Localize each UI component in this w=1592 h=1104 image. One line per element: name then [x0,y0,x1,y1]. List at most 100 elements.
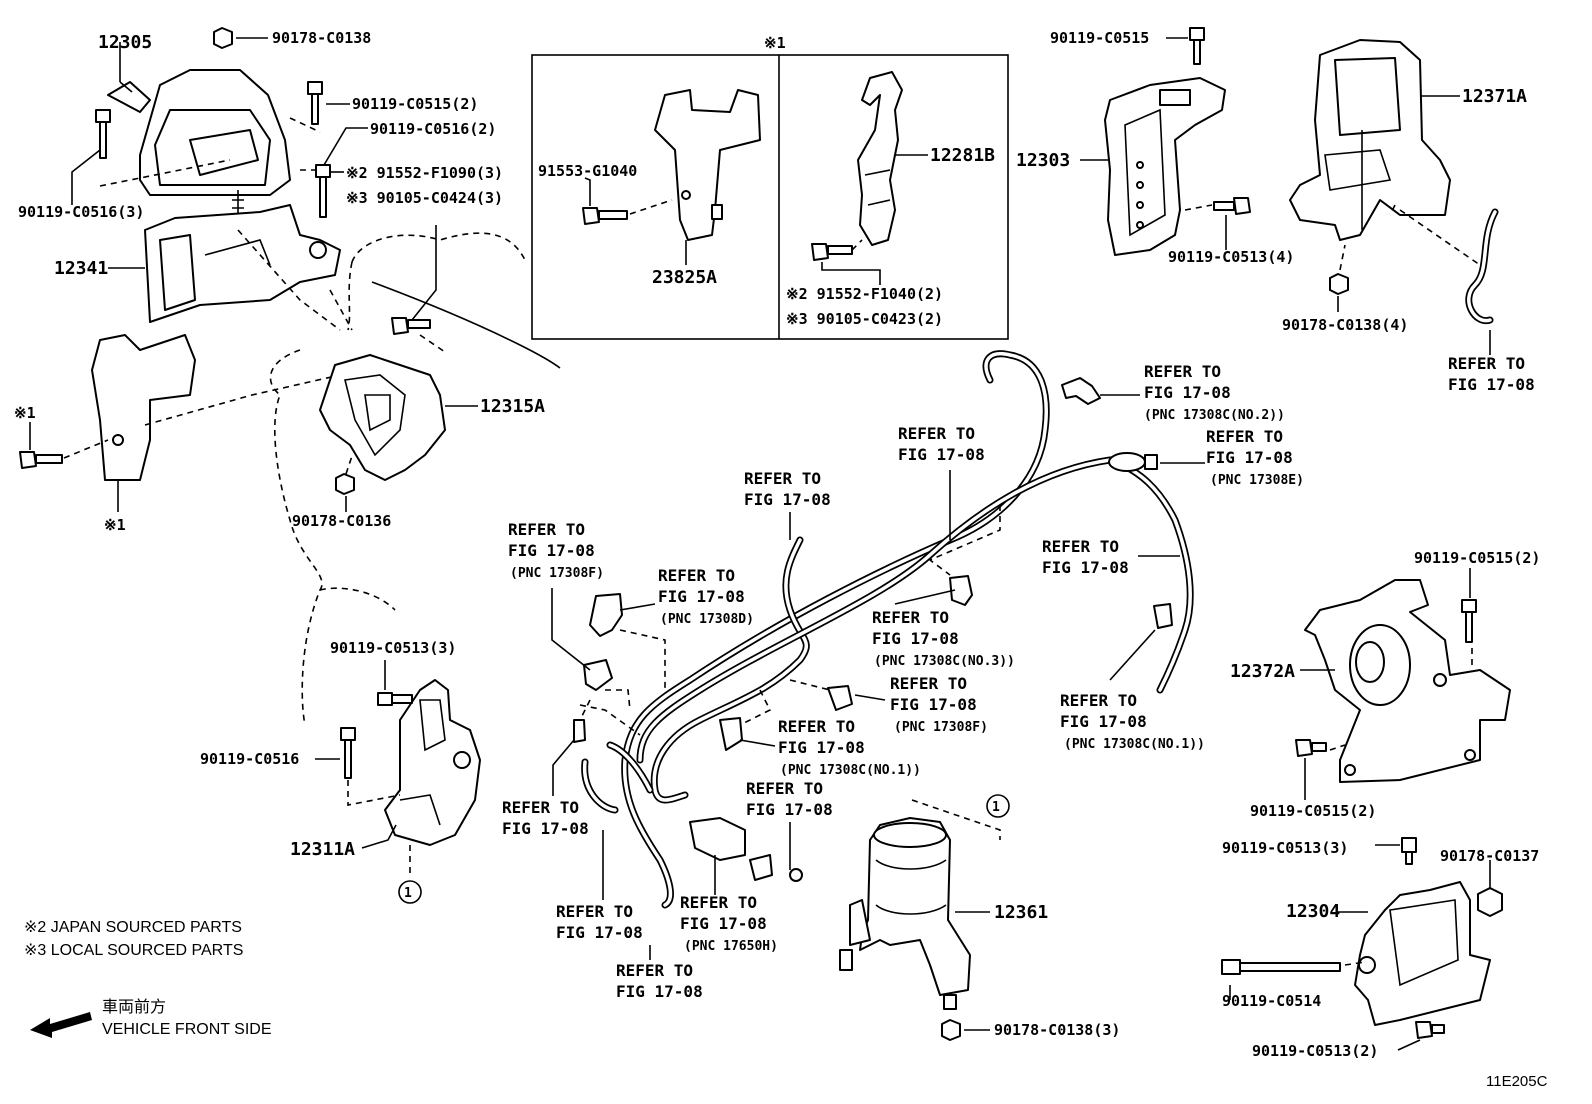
callout-12371A: 12371A [1462,86,1527,107]
hose-assembly [581,350,1194,909]
refer-fig: FIG 17-08 [1448,375,1535,394]
callout-12304: 12304 [1286,901,1340,922]
refer-fig: FIG 17-08 [778,738,865,757]
refer-label: REFER TO [872,608,949,627]
refer-pnc: (PNC 17308C(NO.3)) [874,654,1015,669]
refer-pnc: (PNC 17308C(NO.1)) [780,763,921,778]
refer-label: REFER TO [502,798,579,817]
refer-label: REFER TO [556,902,633,921]
refer-label: REFER TO [658,566,735,585]
refer-label: REFER TO [778,717,855,736]
part-12281B [857,71,903,246]
bolt-icon [1221,837,1445,1039]
refer-label: REFER TO [680,893,757,912]
callout-90178-C0136: 90178-C0136 [292,512,391,530]
refer-label: REFER TO [898,424,975,443]
callout-90119-C0513-3-right: 90119-C0513(3) [1222,839,1348,857]
callout-90178-C0138-4: 90178-C0138(4) [1282,316,1408,334]
refer-pnc: (PNC 17308F) [894,720,988,735]
part-12305 [107,69,291,228]
refer-label: REFER TO [616,961,693,980]
callout-12361: 12361 [994,902,1048,923]
refer-label: REFER TO [746,779,823,798]
note-local-sourced: ※3 LOCAL SOURCED PARTS [24,942,243,959]
refer-pnc: (PNC 17650H) [684,939,778,954]
nut-icon [213,27,233,49]
part-23825A [654,89,761,241]
callout-90119-C0513-4: 90119-C0513(4) [1168,248,1294,266]
clip-icons [573,377,1173,882]
callout-12315A: 12315A [480,396,545,417]
callout-90119-C0513-2: 90119-C0513(2) [1252,1042,1378,1060]
callout-90119-C0515: 90119-C0515 [1050,29,1149,47]
callout-90119-C0516: 90119-C0516 [200,750,299,768]
note-front-jp: 車両前方 [102,998,166,1016]
refer-fig: FIG 17-08 [890,695,977,714]
bolt-icon [811,243,853,261]
part-12311A [384,679,481,846]
refer-pnc: (PNC 17308F) [510,566,604,581]
callout-90119-C0515-2-right: 90119-C0515(2) [1414,549,1540,567]
box-mark-note: ※1 [764,34,786,52]
refer-fig: FIG 17-08 [744,490,831,509]
refer-fig: FIG 17-08 [556,923,643,942]
callout-12303: 12303 [1016,150,1070,171]
refer-label: REFER TO [508,520,585,539]
refer-pnc: (PNC 17308E) [1210,473,1304,488]
part-12315A [319,354,446,481]
refer-label: REFER TO [890,674,967,693]
part-12304 [1354,881,1491,1026]
part-12361 [839,817,971,1010]
callout-90119-C0516-3: 90119-C0516(3) [18,203,144,221]
refer-fig: FIG 17-08 [1042,558,1129,577]
refer-fig: FIG 17-08 [872,629,959,648]
bolt-icon [19,451,63,469]
callout-90119-C0513-3: 90119-C0513(3) [330,639,456,657]
refer-label: REFER TO [1206,427,1283,446]
refer-label: REFER TO [1448,354,1525,373]
note-front-en: VEHICLE FRONT SIDE [102,1021,272,1038]
callout-91552-F1040: ※2 91552-F1040(2) [786,285,943,303]
refer-fig: FIG 17-08 [898,445,985,464]
callout-90105-C0423: ※3 90105-C0423(2) [786,310,943,328]
refer-fig: FIG 17-08 [616,982,703,1001]
nut-icon [941,1019,961,1041]
refer-fig: FIG 17-08 [1206,448,1293,467]
bolt-icon [340,692,413,779]
callout-90105-C0424: ※3 90105-C0424(3) [346,189,503,207]
callout-12341: 12341 [54,258,108,279]
callout-12305: 12305 [98,32,152,53]
callout-90119-C0514: 90119-C0514 [1222,992,1321,1010]
legend-notes: ※2 JAPAN SOURCED PARTS ※3 LOCAL SOURCED … [24,919,1548,1090]
callout-91553-G1040: 91553-G1040 [538,162,637,180]
callout-12311A: 12311A [290,839,355,860]
refer-labels: REFER TO FIG 17-08 (PNC 17308C(NO.2)) RE… [502,354,1535,1001]
part-12341 [144,204,341,323]
refer-label: REFER TO [1060,691,1137,710]
refer-fig: FIG 17-08 [508,541,595,560]
part-12371A [1289,39,1451,241]
callout-12372A: 12372A [1230,661,1295,682]
callout-12281B: 12281B [930,145,995,166]
circle-ref-1-right: 1 [992,800,1000,815]
bolt-icon [1295,599,1477,757]
mark-note-1: ※1 [14,404,36,422]
refer-fig: FIG 17-08 [680,914,767,933]
refer-fig: FIG 17-08 [502,819,589,838]
refer-label: REFER TO [1144,362,1221,381]
note-japan-sourced: ※2 JAPAN SOURCED PARTS [24,919,242,936]
callout-90119-C0515-2: 90119-C0515(2) [352,95,478,113]
refer-fig: FIG 17-08 [1060,712,1147,731]
refer-pnc: (PNC 17308C(NO.2)) [1144,408,1285,423]
callout-90178-C0138-3: 90178-C0138(3) [994,1021,1120,1039]
part-bracket-mark1 [91,334,196,481]
front-arrow-icon [30,1012,92,1038]
callout-90119-C0516-2: 90119-C0516(2) [370,120,496,138]
part-12372A [1304,579,1511,783]
engine-edge [371,281,561,369]
refer-fig: FIG 17-08 [746,800,833,819]
refer-fig: FIG 17-08 [1144,383,1231,402]
callout-23825A: 23825A [652,267,717,288]
